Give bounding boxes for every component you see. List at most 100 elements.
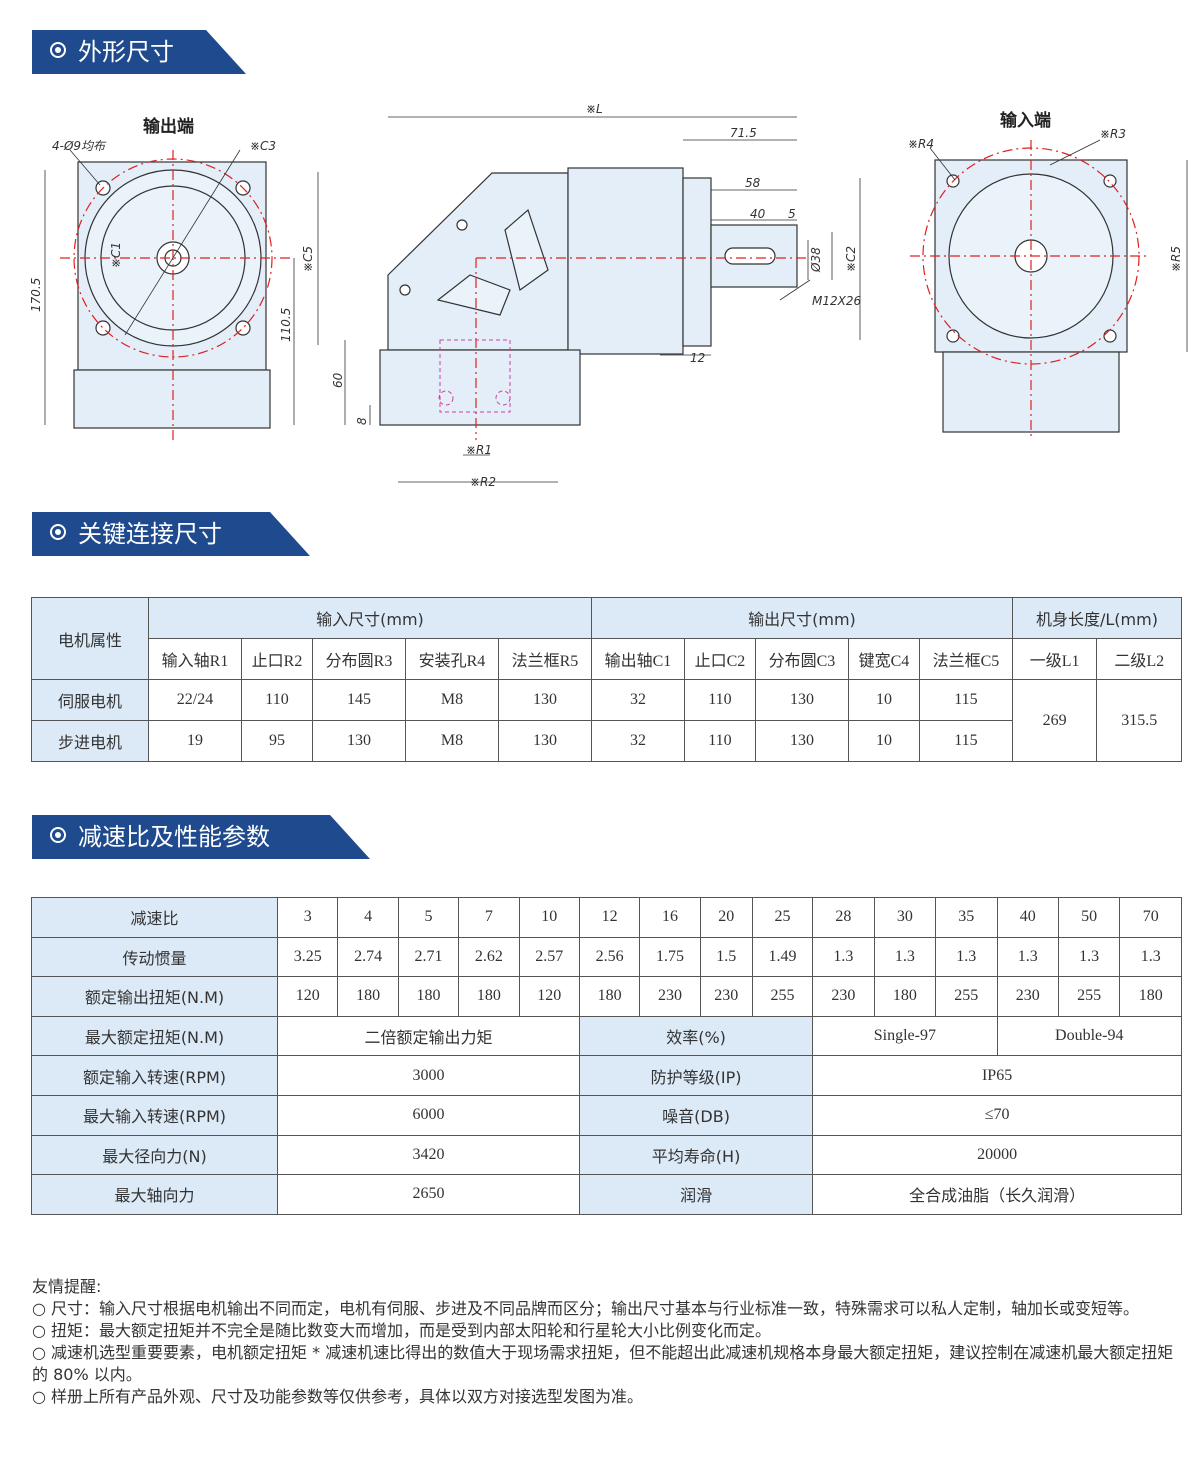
table-cell: 5 [397, 897, 460, 938]
c5-label: ※C5 [301, 246, 315, 272]
column-header: 法兰框C5 [918, 638, 1013, 680]
column-header: 止口R2 [240, 638, 314, 680]
table-cell: 130 [754, 720, 849, 762]
r4-label: ※R4 [908, 137, 934, 151]
l-label: ※L [586, 102, 603, 116]
motor-attr-header: 电机属性 [31, 597, 149, 680]
notes: 友情提醒: ○ 尺寸：输入尺寸根据电机输出不同而定，电机有伺服、步进及不同品牌而… [32, 1276, 1184, 1408]
table-cell: 1.75 [639, 936, 701, 978]
r3-label: ※R3 [1100, 127, 1126, 141]
notes-title: 友情提醒: [32, 1277, 102, 1296]
r2-label: ※R2 [470, 475, 496, 489]
column-header: 止口C2 [683, 638, 756, 680]
table-cell: 255 [1057, 976, 1121, 1017]
column-header: 键宽C4 [847, 638, 920, 680]
table-row: 额定输入转速(RPM) 3000 防护等级(IP) IP65 [31, 1055, 1182, 1096]
table-cell: 2.71 [397, 936, 460, 978]
row-header: 步进电机 [31, 720, 149, 762]
protection-label: 防护等级(IP) [578, 1055, 814, 1096]
table-cell: 1.3 [1119, 936, 1182, 978]
column-header: 法兰框R5 [497, 638, 592, 680]
axial-label: 最大轴向力 [31, 1174, 278, 1215]
section-header-dimensions: 外形尺寸 [32, 30, 246, 74]
efficiency-single: Single-97 [812, 1015, 998, 1057]
l1-value: 269 [1011, 679, 1098, 762]
table-row: 传动惯量 3.25 2.74 2.71 2.62 2.57 2.56 1.75 … [31, 936, 1182, 978]
table-cell: 10 [518, 897, 580, 938]
table-cell: 120 [518, 976, 580, 1017]
input-group-header: 输入尺寸(mm) [148, 597, 592, 639]
table-row: 最大径向力(N) 3420 平均寿命(H) 20000 [31, 1134, 1182, 1176]
ratio-label: 减速比 [31, 897, 278, 938]
d5-label: 5 [788, 207, 796, 221]
protection-value: IP65 [812, 1055, 1182, 1096]
d71-label: 71.5 [730, 126, 757, 140]
h110-label: 110.5 [279, 308, 293, 342]
table-cell: 180 [1119, 976, 1182, 1017]
table-cell: 10 [847, 679, 920, 721]
noise-label: 噪音(DB) [578, 1094, 814, 1136]
c2-label: ※C2 [844, 246, 858, 272]
table-cell: 1.49 [751, 936, 814, 978]
table-cell: 12 [578, 897, 641, 938]
length-group-header: 机身长度/L(mm) [1011, 597, 1183, 639]
lube-label: 润滑 [578, 1174, 814, 1215]
table-cell: 120 [276, 976, 339, 1017]
d8-label: 8 [355, 417, 369, 425]
lube-value: 全合成油脂（长久润滑） [812, 1174, 1182, 1215]
performance-table: 减速比 3 4 5 7 10 12 16 20 25 28 30 35 40 5… [31, 897, 1182, 1215]
column-header: 分布圆C3 [754, 638, 849, 680]
note-item: ○ 扭矩：最大额定扭矩并不完全是随比数变大而增加，而是受到内部太阳轮和行星轮大小… [32, 1321, 772, 1340]
table-cell: 19 [148, 720, 242, 762]
table-cell: 30 [873, 897, 937, 938]
table-cell: 1.3 [996, 936, 1059, 978]
table-cell: 95 [240, 720, 314, 762]
table-row: 最大轴向力 2650 润滑 全合成油脂（长久润滑） [31, 1174, 1182, 1215]
table-cell: 22/24 [148, 679, 242, 721]
table-cell: 230 [996, 976, 1059, 1017]
table-cell: 25 [751, 897, 814, 938]
efficiency-double: Double-94 [996, 1015, 1182, 1057]
table-cell: 1.3 [935, 936, 998, 978]
table-cell: 230 [639, 976, 701, 1017]
table-cell: 180 [458, 976, 520, 1017]
table-cell: 1.3 [1057, 936, 1121, 978]
table-cell: 1.3 [873, 936, 937, 978]
table-cell: 230 [812, 976, 875, 1017]
table-cell: 32 [590, 720, 685, 762]
table-cell: 130 [754, 679, 849, 721]
table-row: 最大额定扭矩(N.M) 二倍额定输出力矩 效率(%) Single-97 Dou… [31, 1015, 1182, 1057]
table-cell: 10 [847, 720, 920, 762]
table-cell: 1.3 [812, 936, 875, 978]
table-cell: 70 [1119, 897, 1182, 938]
table-cell: 50 [1057, 897, 1121, 938]
table-cell: 115 [918, 679, 1013, 721]
table-cell: 2.74 [337, 936, 399, 978]
note-item: ○ 减速机选型重要要素，电机额定扭矩 * 减速机速比得出的数值大于现场需求扭矩，… [32, 1343, 1174, 1384]
note-item: ○ 样册上所有产品外观、尺寸及功能参数等仅供参考，具体以双方对接选型发图为准。 [32, 1387, 644, 1406]
max-torque-value: 二倍额定输出力矩 [277, 1015, 580, 1057]
holes-label: 4-Ø9均布 [52, 139, 107, 153]
d40-label: 40 [750, 207, 766, 221]
connection-dimensions-table: 电机属性 输入尺寸(mm) 输出尺寸(mm) 机身长度/L(mm) 输入轴R1 … [31, 597, 1183, 762]
table-cell: 110 [683, 679, 756, 721]
circle-icon [50, 42, 66, 58]
table-cell: 255 [751, 976, 814, 1017]
noise-value: ≤70 [812, 1094, 1182, 1136]
section-header-performance: 减速比及性能参数 [32, 815, 370, 859]
in-speed-value: 3000 [277, 1055, 580, 1096]
table-cell: 3 [276, 897, 339, 938]
circle-icon [50, 524, 66, 540]
table-cell: 115 [918, 720, 1013, 762]
table-cell: 3.25 [276, 936, 339, 978]
table-cell: 1.5 [699, 936, 753, 978]
table-row: 输入轴R1 止口R2 分布圆R3 安装孔R4 法兰框R5 输出轴C1 止口C2 … [32, 638, 1182, 680]
note-item: ○ 尺寸：输入尺寸根据电机输出不同而定，电机有伺服、步进及不同品牌而区分；输出尺… [32, 1299, 1140, 1318]
life-label: 平均寿命(H) [578, 1134, 814, 1176]
table-cell: 7 [458, 897, 520, 938]
table-row: 额定输出扭矩(N.M) 120 180 180 180 120 180 230 … [31, 976, 1182, 1017]
table-cell: 130 [497, 720, 592, 762]
axial-value: 2650 [277, 1174, 580, 1215]
table-cell: 2.57 [518, 936, 580, 978]
table-cell: 130 [312, 720, 406, 762]
